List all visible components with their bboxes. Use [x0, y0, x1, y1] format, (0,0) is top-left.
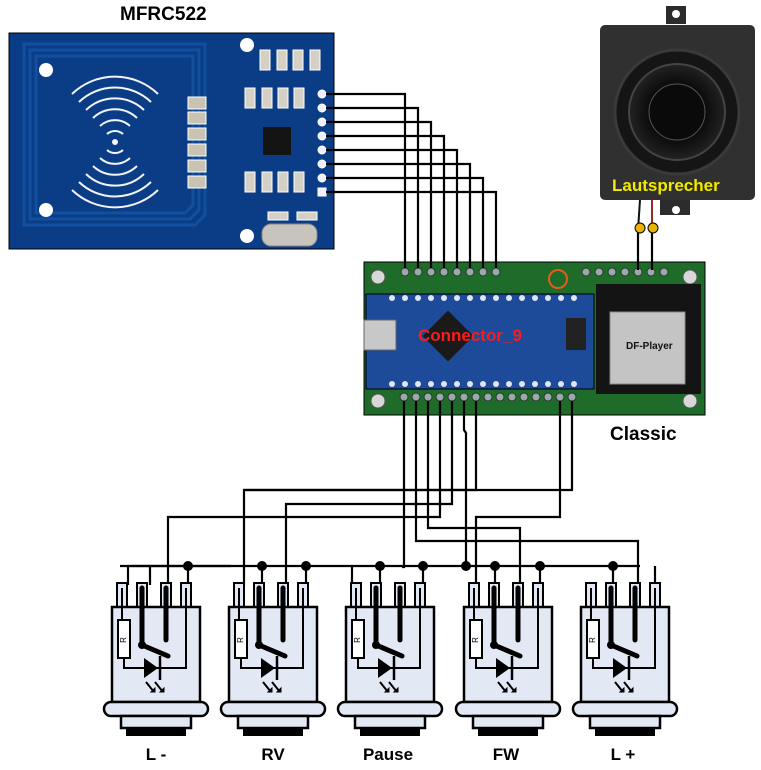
carrier-bottom-pins [399, 392, 577, 402]
arduino-nano [363, 293, 595, 390]
icsp-header [566, 318, 586, 350]
sd-card-slot [609, 311, 686, 385]
button-label-pause: Pause [362, 745, 414, 764]
button-label-rewind: RV [261, 745, 285, 764]
usb-port [363, 319, 397, 351]
led-icon [613, 658, 627, 678]
nfc-icon [71, 75, 159, 209]
crystal [261, 223, 318, 247]
push-button: R [219, 582, 327, 736]
resistor-label: R [119, 637, 128, 643]
rfid-pin-header [317, 89, 327, 197]
mount-hole [240, 38, 254, 52]
button-flange [571, 700, 679, 718]
button-label-forward: FW [492, 745, 520, 764]
push-button: R [336, 582, 444, 736]
rc522-chip [263, 127, 291, 155]
carrier-board-label: Classic [610, 424, 677, 445]
resistor-label: R [471, 637, 480, 643]
push-button: R [454, 582, 562, 736]
button-cap [595, 728, 655, 736]
wires [120, 92, 657, 585]
push-button: R [571, 582, 679, 736]
button-flange [219, 700, 327, 718]
led-icon [144, 658, 158, 678]
mount-hole [240, 229, 254, 243]
highlight-circle [548, 269, 568, 289]
push-button: R [102, 582, 210, 736]
connector-label: Connector_9 [418, 326, 522, 345]
button-label-volume-up: L + [610, 745, 636, 764]
button-flange [336, 700, 444, 718]
mount-hole [39, 203, 53, 217]
led-icon [496, 658, 510, 678]
capacitor-column [187, 96, 207, 189]
button-flange [102, 700, 210, 718]
speaker-minus-terminal [647, 222, 659, 234]
button-flange [454, 700, 562, 718]
mount-hole [39, 63, 53, 77]
rfid-module [8, 32, 335, 250]
resistor-label: R [588, 637, 597, 643]
button-cap [478, 728, 538, 736]
junction-dots [183, 561, 618, 571]
dfplayer-module [596, 284, 701, 394]
speaker-plus-terminal [634, 222, 646, 234]
resistor-label: R [236, 637, 245, 643]
resistor-label: R [353, 637, 362, 643]
rfid-module-title: MFRC522 [120, 4, 207, 25]
button-cap [360, 728, 420, 736]
led-icon [261, 658, 275, 678]
button-label-volume-down: L - [145, 745, 167, 764]
speaker [600, 6, 755, 234]
button-cap [243, 728, 303, 736]
led-icon [378, 658, 392, 678]
carrier-board [363, 261, 706, 416]
button-cap [126, 728, 186, 736]
dfplayer-label: DF-Player [626, 341, 673, 352]
speaker-label: Lautsprecher [612, 176, 720, 195]
